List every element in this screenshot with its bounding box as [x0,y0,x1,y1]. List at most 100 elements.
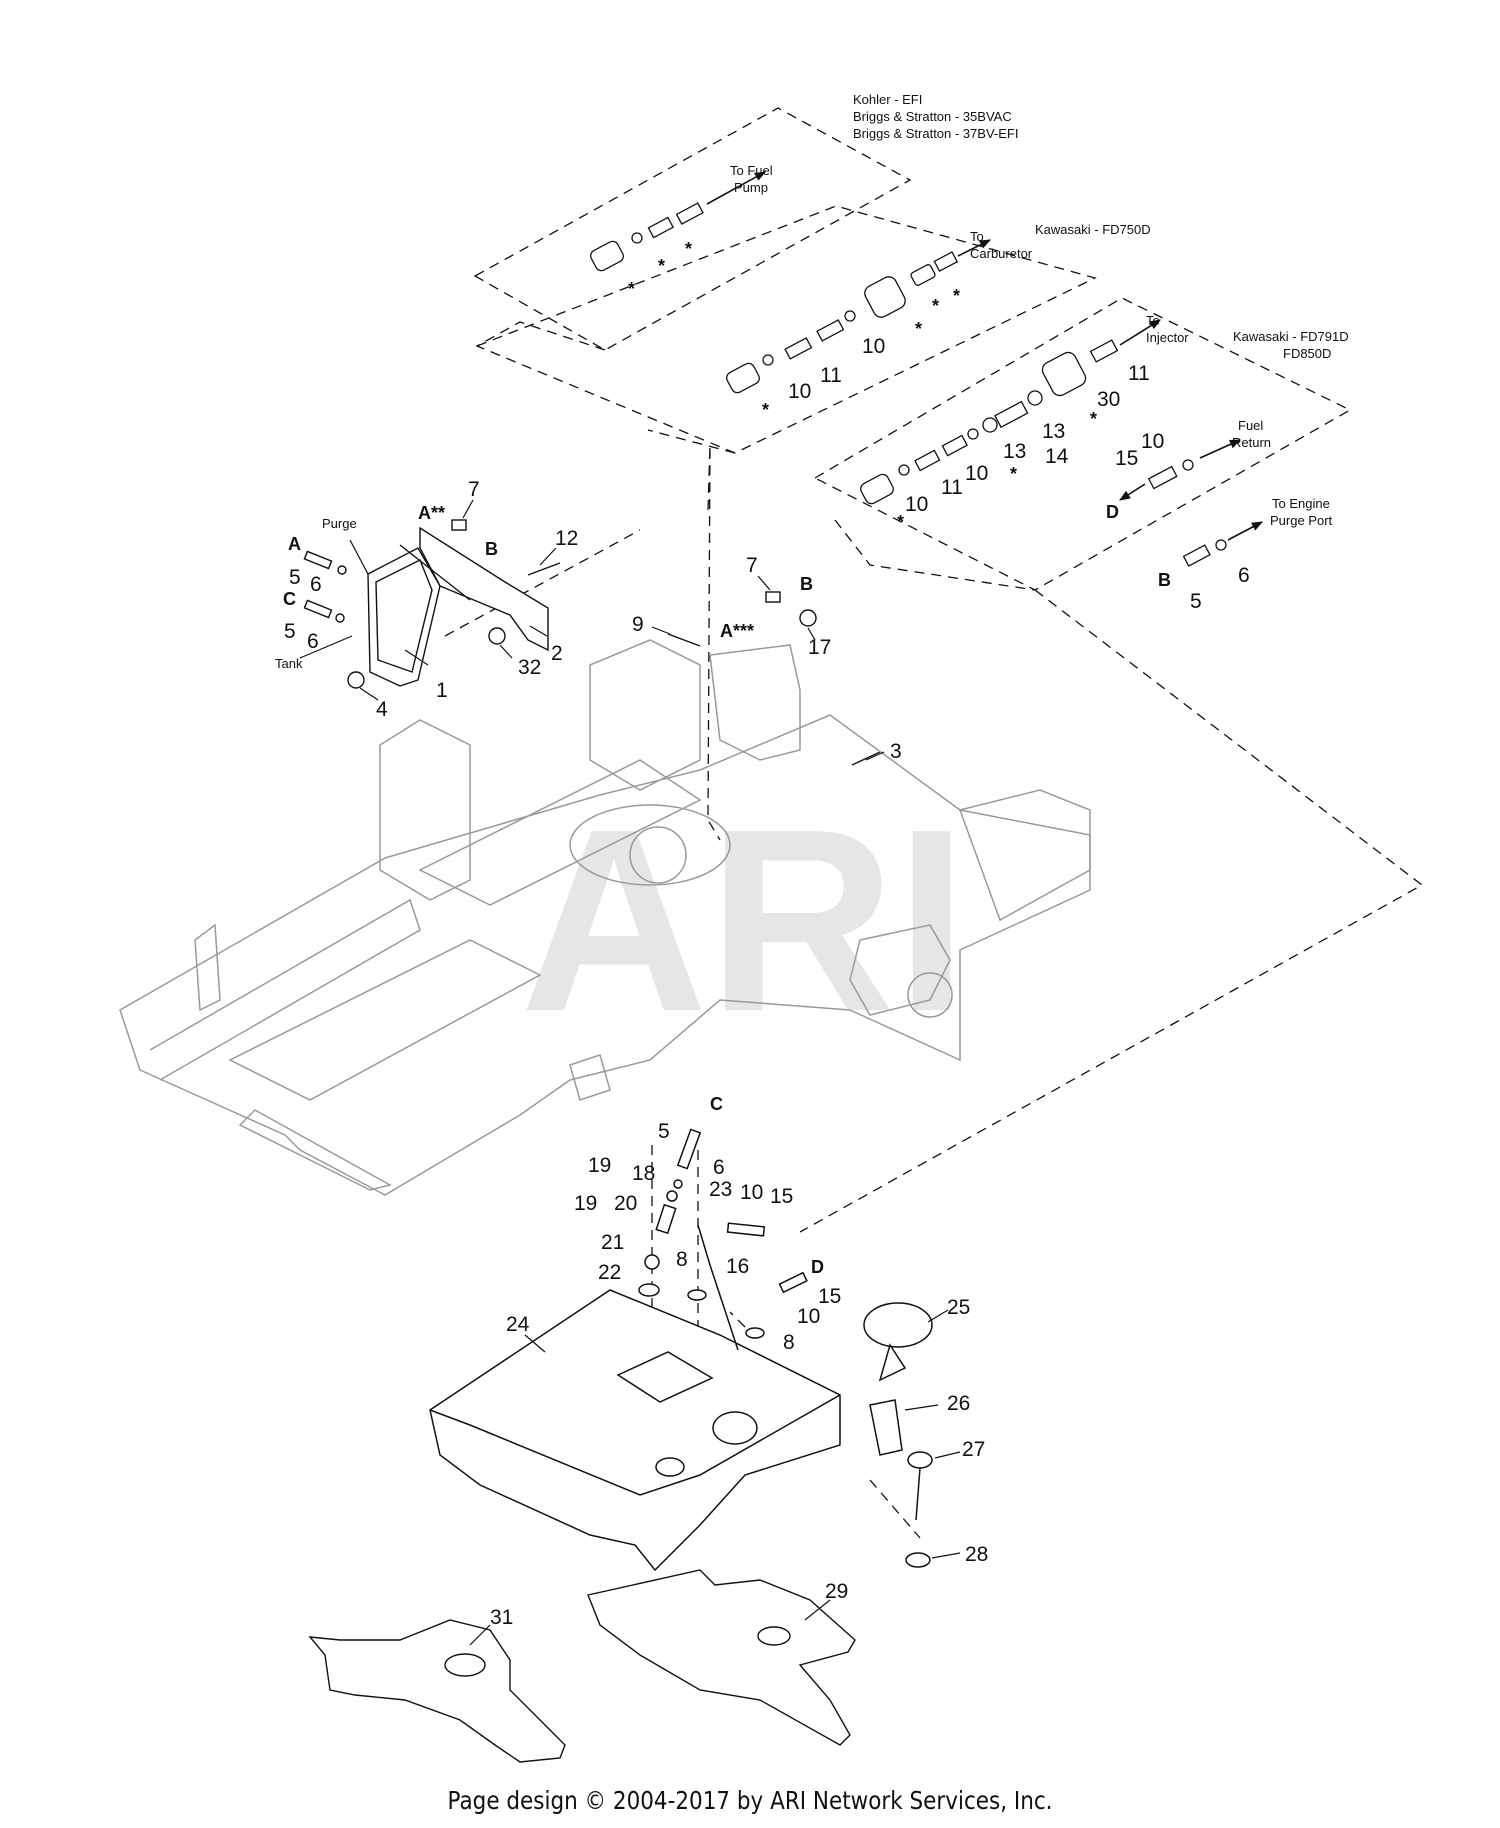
screw-3 [851,751,881,766]
caption-fd791-2: FD850D [1283,346,1331,361]
caption-fd791-1: Kawasaki - FD791D [1233,329,1349,344]
hose-kohler-b [675,202,704,225]
part-10-fd750-b: 10 [862,335,885,358]
part-13-a: 13 [1003,440,1026,463]
part-22: 22 [598,1261,621,1284]
part-21: 21 [601,1231,624,1254]
inset-captions: Kohler - EFI Briggs & Stratton - 35BVAC … [853,92,1349,361]
canister-assembly [303,519,881,766]
letter-c-tank: C [710,1094,723,1114]
part-15-tank-b: 15 [818,1285,841,1308]
part-28: 28 [965,1543,988,1566]
fuel-tank [429,1289,841,1572]
part-8-a: 8 [676,1248,688,1271]
frame-rear-right [959,789,1091,922]
letter-b-right: B [800,574,813,594]
part-5-c: 5 [284,620,296,643]
hose-15-lower [778,1271,808,1294]
frame-upright-mid [589,639,701,791]
canister-bracket [419,526,549,652]
star-8: * [897,512,904,532]
part-15-return: 15 [1115,447,1138,470]
return-hose [1147,465,1178,490]
pulley [629,826,687,884]
clamp-kohler [631,232,643,244]
caption-fuel-return-1: Fuel [1238,418,1263,433]
destination-captions: To Fuel Pump To Carburetor To Injector F… [275,163,1333,671]
shield-29 [587,1569,856,1746]
fuel-tank-assembly [429,1128,933,1572]
caption-injector-2: Injector [1146,330,1189,345]
leader-29 [804,1599,831,1621]
arrow-to-purge-port [1227,521,1263,541]
part-18: 18 [632,1162,655,1185]
pickup-tube-23 [697,1224,739,1351]
caption-purge: Purge [322,516,357,531]
part-5-purge: 5 [1190,590,1202,613]
clamp-fd791-b [967,428,979,440]
return-clamp [1182,459,1194,471]
frame-bracket-center [569,1054,611,1101]
caption-purge-port-2: Purge Port [1270,513,1333,528]
fuel-pump-fd750 [864,276,906,318]
leader-lines [299,499,961,1646]
frame-upright-left [379,719,471,901]
leader-7a [462,499,474,519]
nut-32 [488,627,506,645]
leader-9 [651,626,671,635]
hose-fd750-a [784,337,813,360]
nut-4 [347,671,365,689]
destination-arrows [706,171,1263,541]
part-7-left: 7 [468,478,480,501]
part-6-purge: 6 [1238,564,1250,587]
purge-hose [1182,544,1211,567]
page-footer: Page design © 2004-2017 by ARI Network S… [447,1786,1053,1815]
inset-panels [444,107,1424,1539]
part-23: 23 [709,1178,732,1201]
caption-kohler-2: Briggs & Stratton - 35BVAC [853,109,1012,124]
letter-c-left: C [283,589,296,609]
frame-bracket-left [194,923,221,1012]
fuel-tank-vent [655,1457,685,1477]
letter-b-inset: B [1158,570,1171,590]
arrow-to-carburetor [957,239,992,257]
frame-seat-plate [418,759,702,906]
leader-28 [931,1552,961,1559]
part-6-c: 6 [307,630,319,653]
fitting-20 [655,1203,677,1235]
part-5-a: 5 [289,566,301,589]
leader-4 [359,687,379,701]
star-1: * [628,279,635,299]
canister-strap [399,544,471,601]
purge-clamp [1215,539,1227,551]
frame-outline [119,714,1091,1196]
part-16: 16 [726,1255,749,1278]
part-17: 17 [808,636,831,659]
leader-12 [539,547,557,566]
washer-19-top [666,1190,678,1202]
part-10-return: 10 [1141,430,1164,453]
frame-rail-left [149,898,421,1081]
caption-carburetor-1: To [970,229,984,244]
star-4: * [762,400,769,420]
part-numbers: 1 2 3 4 5 6 5 6 7 7 9 12 17 32 10 11 10 … [284,335,1250,1629]
hose-fd791-b [941,434,968,457]
part-24: 24 [506,1313,530,1336]
caption-fuel-pump-2: Pump [734,180,768,195]
grommet-8-a [687,1289,707,1301]
part-1: 1 [436,679,448,702]
part-10-tank-b: 10 [797,1305,820,1328]
part-20: 20 [614,1192,637,1215]
arrow-to-fuel-pump [706,171,766,205]
leader-tank [299,635,353,659]
shield-29-hole [757,1626,791,1646]
caption-injector-1: To [1146,313,1160,328]
inset-fd750 [475,205,1097,454]
letter-d-tank: D [811,1257,824,1277]
inset-kohler [473,107,912,351]
fuel-gauge-stem [915,1467,921,1521]
part-30: 30 [1097,388,1120,411]
clamp-fd791-a [898,464,910,476]
hose-15-upper [726,1222,766,1237]
